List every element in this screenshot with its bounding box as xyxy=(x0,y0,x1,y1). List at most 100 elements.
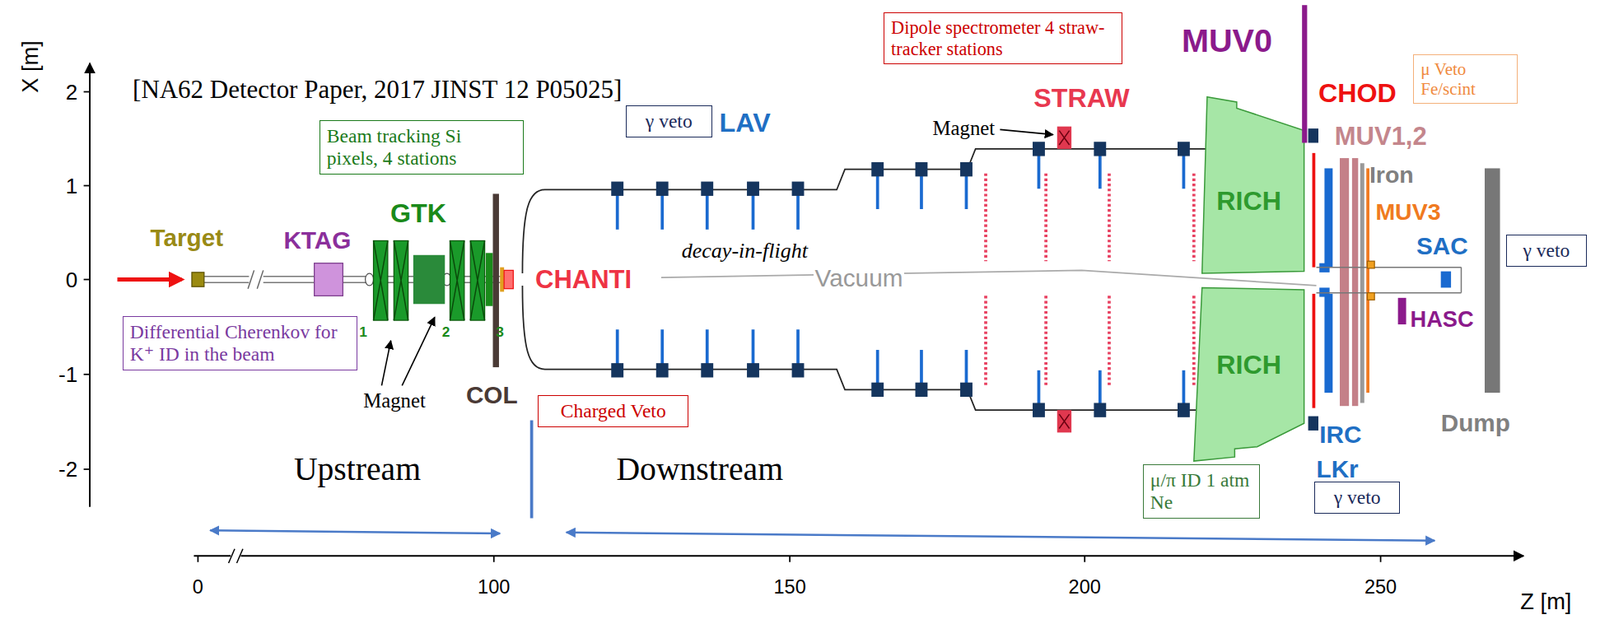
straw-chamber xyxy=(1192,173,1196,262)
part-label: HASC xyxy=(1410,307,1475,332)
leader-line xyxy=(401,317,435,386)
part-label: X [m] xyxy=(18,40,43,94)
axis-break xyxy=(228,549,235,564)
lav-station xyxy=(700,181,714,196)
part-label: 0 xyxy=(65,267,78,292)
tick xyxy=(83,279,90,281)
lav-station xyxy=(1177,402,1190,417)
gtk-station xyxy=(393,240,408,321)
box-text: Charged Veto xyxy=(545,400,682,423)
part-label: IRC xyxy=(1319,421,1362,449)
part-label: 3 xyxy=(495,324,504,341)
part-label: 200 xyxy=(1068,577,1101,599)
part-label: MUV0 xyxy=(1181,23,1273,60)
tick xyxy=(493,555,495,562)
muv3-beam xyxy=(1366,293,1375,301)
part-label: Downstream xyxy=(615,452,784,489)
muv2 xyxy=(1352,158,1358,406)
lav-station xyxy=(1032,141,1045,156)
pipe-break xyxy=(247,270,254,289)
part-label: KTAG xyxy=(283,227,351,255)
lav-station xyxy=(1093,402,1106,417)
lav-station xyxy=(871,162,884,177)
leader-line xyxy=(381,340,391,387)
gtk-cross xyxy=(470,240,485,321)
axis-break xyxy=(236,549,243,564)
part-label: CHOD xyxy=(1318,79,1397,108)
gtk-station xyxy=(373,240,388,321)
gtk-cross xyxy=(393,240,408,321)
straw-chamber xyxy=(1107,173,1111,262)
part-label: 1 xyxy=(359,324,368,341)
label-box: γ veto xyxy=(1314,481,1400,514)
tick xyxy=(1083,555,1086,562)
tick xyxy=(83,91,90,94)
tick xyxy=(1380,555,1382,562)
lav-station xyxy=(960,382,973,397)
hasc xyxy=(1398,298,1407,325)
collimator xyxy=(493,193,500,368)
vessel xyxy=(522,285,1202,411)
part-label: Vacuum xyxy=(813,265,905,293)
box-text: γ veto xyxy=(1513,239,1580,262)
part-label: 250 xyxy=(1364,577,1397,599)
part-label: GTK xyxy=(390,200,447,229)
part-label: SAC xyxy=(1416,232,1469,260)
part-label: LKr xyxy=(1316,456,1359,484)
chanti xyxy=(503,270,514,289)
lav-station xyxy=(960,162,973,177)
box-text: γ veto xyxy=(633,110,705,133)
magnet xyxy=(365,273,374,286)
label-box: μ Veto Fe/scint xyxy=(1413,54,1517,104)
label-box: μ/π ID 1 atm Ne xyxy=(1142,464,1261,519)
lav-station xyxy=(915,162,929,177)
lav-station xyxy=(1032,402,1045,417)
z-axis xyxy=(193,555,1524,557)
x-axis xyxy=(88,63,91,508)
part-label: MUV1,2 xyxy=(1334,122,1428,151)
rich xyxy=(1202,97,1305,274)
separator xyxy=(530,420,534,519)
part-label: decay-in-flight xyxy=(681,239,808,264)
box-text: γ veto xyxy=(1321,486,1393,509)
part-label: 0 xyxy=(192,577,204,599)
ktag xyxy=(314,263,344,297)
lav-station xyxy=(611,363,624,378)
lav-station xyxy=(792,363,805,378)
label-box: Dipole spectrometer 4 straw-tracker stat… xyxy=(883,12,1123,65)
lav-station xyxy=(1308,128,1319,143)
tick xyxy=(197,555,200,562)
lav-station xyxy=(611,181,624,196)
label-box: γ veto xyxy=(1506,234,1587,267)
straw-chamber xyxy=(1192,295,1196,388)
tick xyxy=(788,555,791,562)
gtk-station xyxy=(470,240,485,321)
part-label: -1 xyxy=(58,362,78,387)
target xyxy=(191,272,205,287)
muv1 xyxy=(1339,158,1349,406)
straw-chamber xyxy=(1107,295,1111,388)
gtk-station xyxy=(449,240,464,321)
lav-station xyxy=(656,363,669,378)
box-text: Beam tracking Si pixels, 4 stations xyxy=(326,125,517,170)
part-label: 100 xyxy=(477,577,510,599)
tick xyxy=(83,185,90,187)
chanti-frame xyxy=(499,267,504,293)
part-label: 1 xyxy=(65,173,78,198)
part-label: Iron xyxy=(1369,162,1414,188)
part-label: Dump xyxy=(1441,410,1511,438)
tick xyxy=(83,468,90,471)
straw-chamber xyxy=(984,173,988,262)
part-label: -2 xyxy=(58,457,78,482)
muv3 xyxy=(1366,167,1370,393)
gtk-magnet xyxy=(413,255,445,304)
range-arrow xyxy=(209,530,500,534)
part-label: [NA62 Detector Paper, 2017 JINST 12 P050… xyxy=(132,75,622,104)
part-label: Target xyxy=(149,223,224,252)
lav-station xyxy=(700,363,714,378)
box-text: μ/π ID 1 atm Ne xyxy=(1150,469,1254,514)
pipe-break xyxy=(256,270,263,289)
straw-chamber xyxy=(984,295,988,388)
box-text: Dipole spectrometer 4 straw-tracker stat… xyxy=(890,17,1115,60)
part-label: MUV3 xyxy=(1375,199,1441,225)
